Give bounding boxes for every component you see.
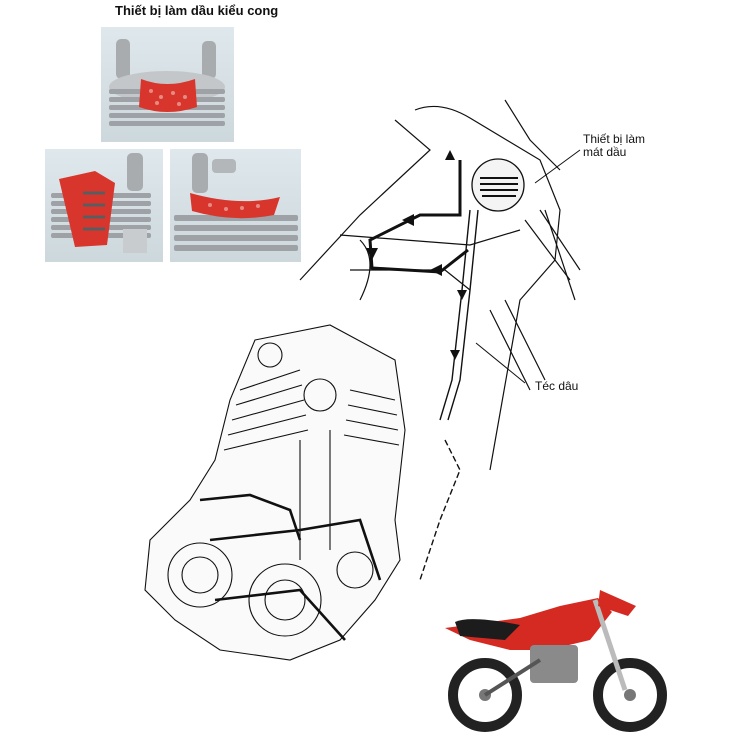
oil-cooler-label: Thiết bị làm mát dầu [583, 133, 645, 159]
tank-leader-line [475, 342, 526, 384]
rear-wheel [448, 658, 522, 732]
oil-cooler-unit [471, 158, 525, 212]
oil-cooler-label-line1: Thiết bị làm [583, 132, 646, 146]
oil-tank-label: Téc dâu [535, 379, 579, 393]
cooler-photo-cutaway-right [170, 149, 301, 262]
frame-outline [414, 105, 561, 471]
oil-cooler-label-line2: mát dầu [583, 145, 627, 159]
front-fork [524, 209, 581, 281]
cooler-photo-top [101, 27, 234, 142]
cooler-cutaway-right-drawing [174, 153, 298, 251]
cooler-cutaway-left-drawing [51, 153, 151, 253]
cooler-top-drawing [109, 39, 225, 126]
cooler-leader-line [534, 149, 581, 184]
diagram-title: Thiết bị làm dầu kiểu cong [115, 3, 279, 18]
front-wheel [593, 658, 667, 732]
engine-drawing [144, 324, 406, 661]
cooler-photo-cutaway-left [45, 149, 163, 262]
